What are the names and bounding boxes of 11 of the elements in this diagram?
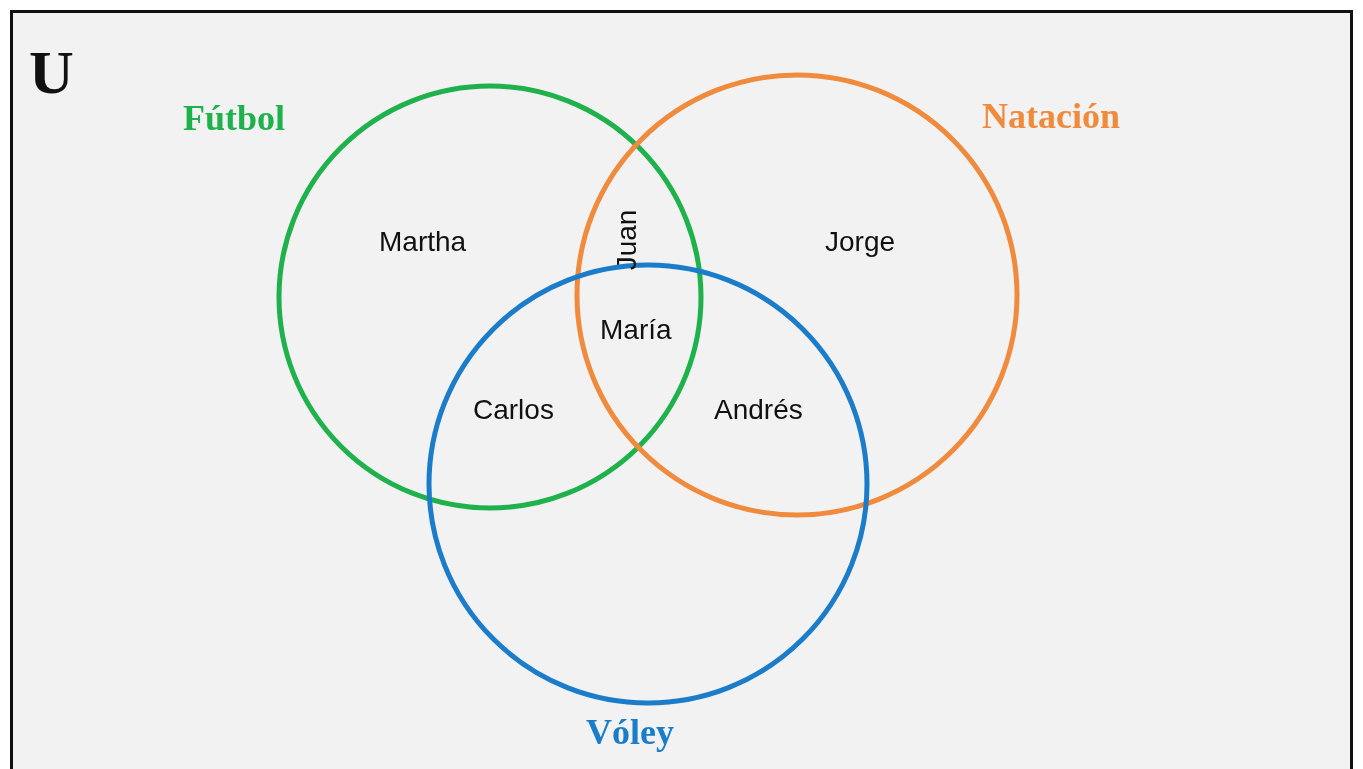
element-name: Jorge (825, 228, 896, 256)
universe-symbol: U (29, 41, 74, 103)
element-name: María (600, 316, 672, 344)
universe-rectangle (10, 10, 1353, 769)
set-heading: Natación (982, 98, 1120, 134)
element-name: Juan (613, 209, 642, 271)
element-name: Martha (379, 228, 467, 256)
element-name: Carlos (473, 396, 554, 424)
element-name: Andrés (714, 396, 803, 424)
set-heading: Vóley (586, 714, 674, 750)
set-heading: Fútbol (183, 100, 286, 136)
